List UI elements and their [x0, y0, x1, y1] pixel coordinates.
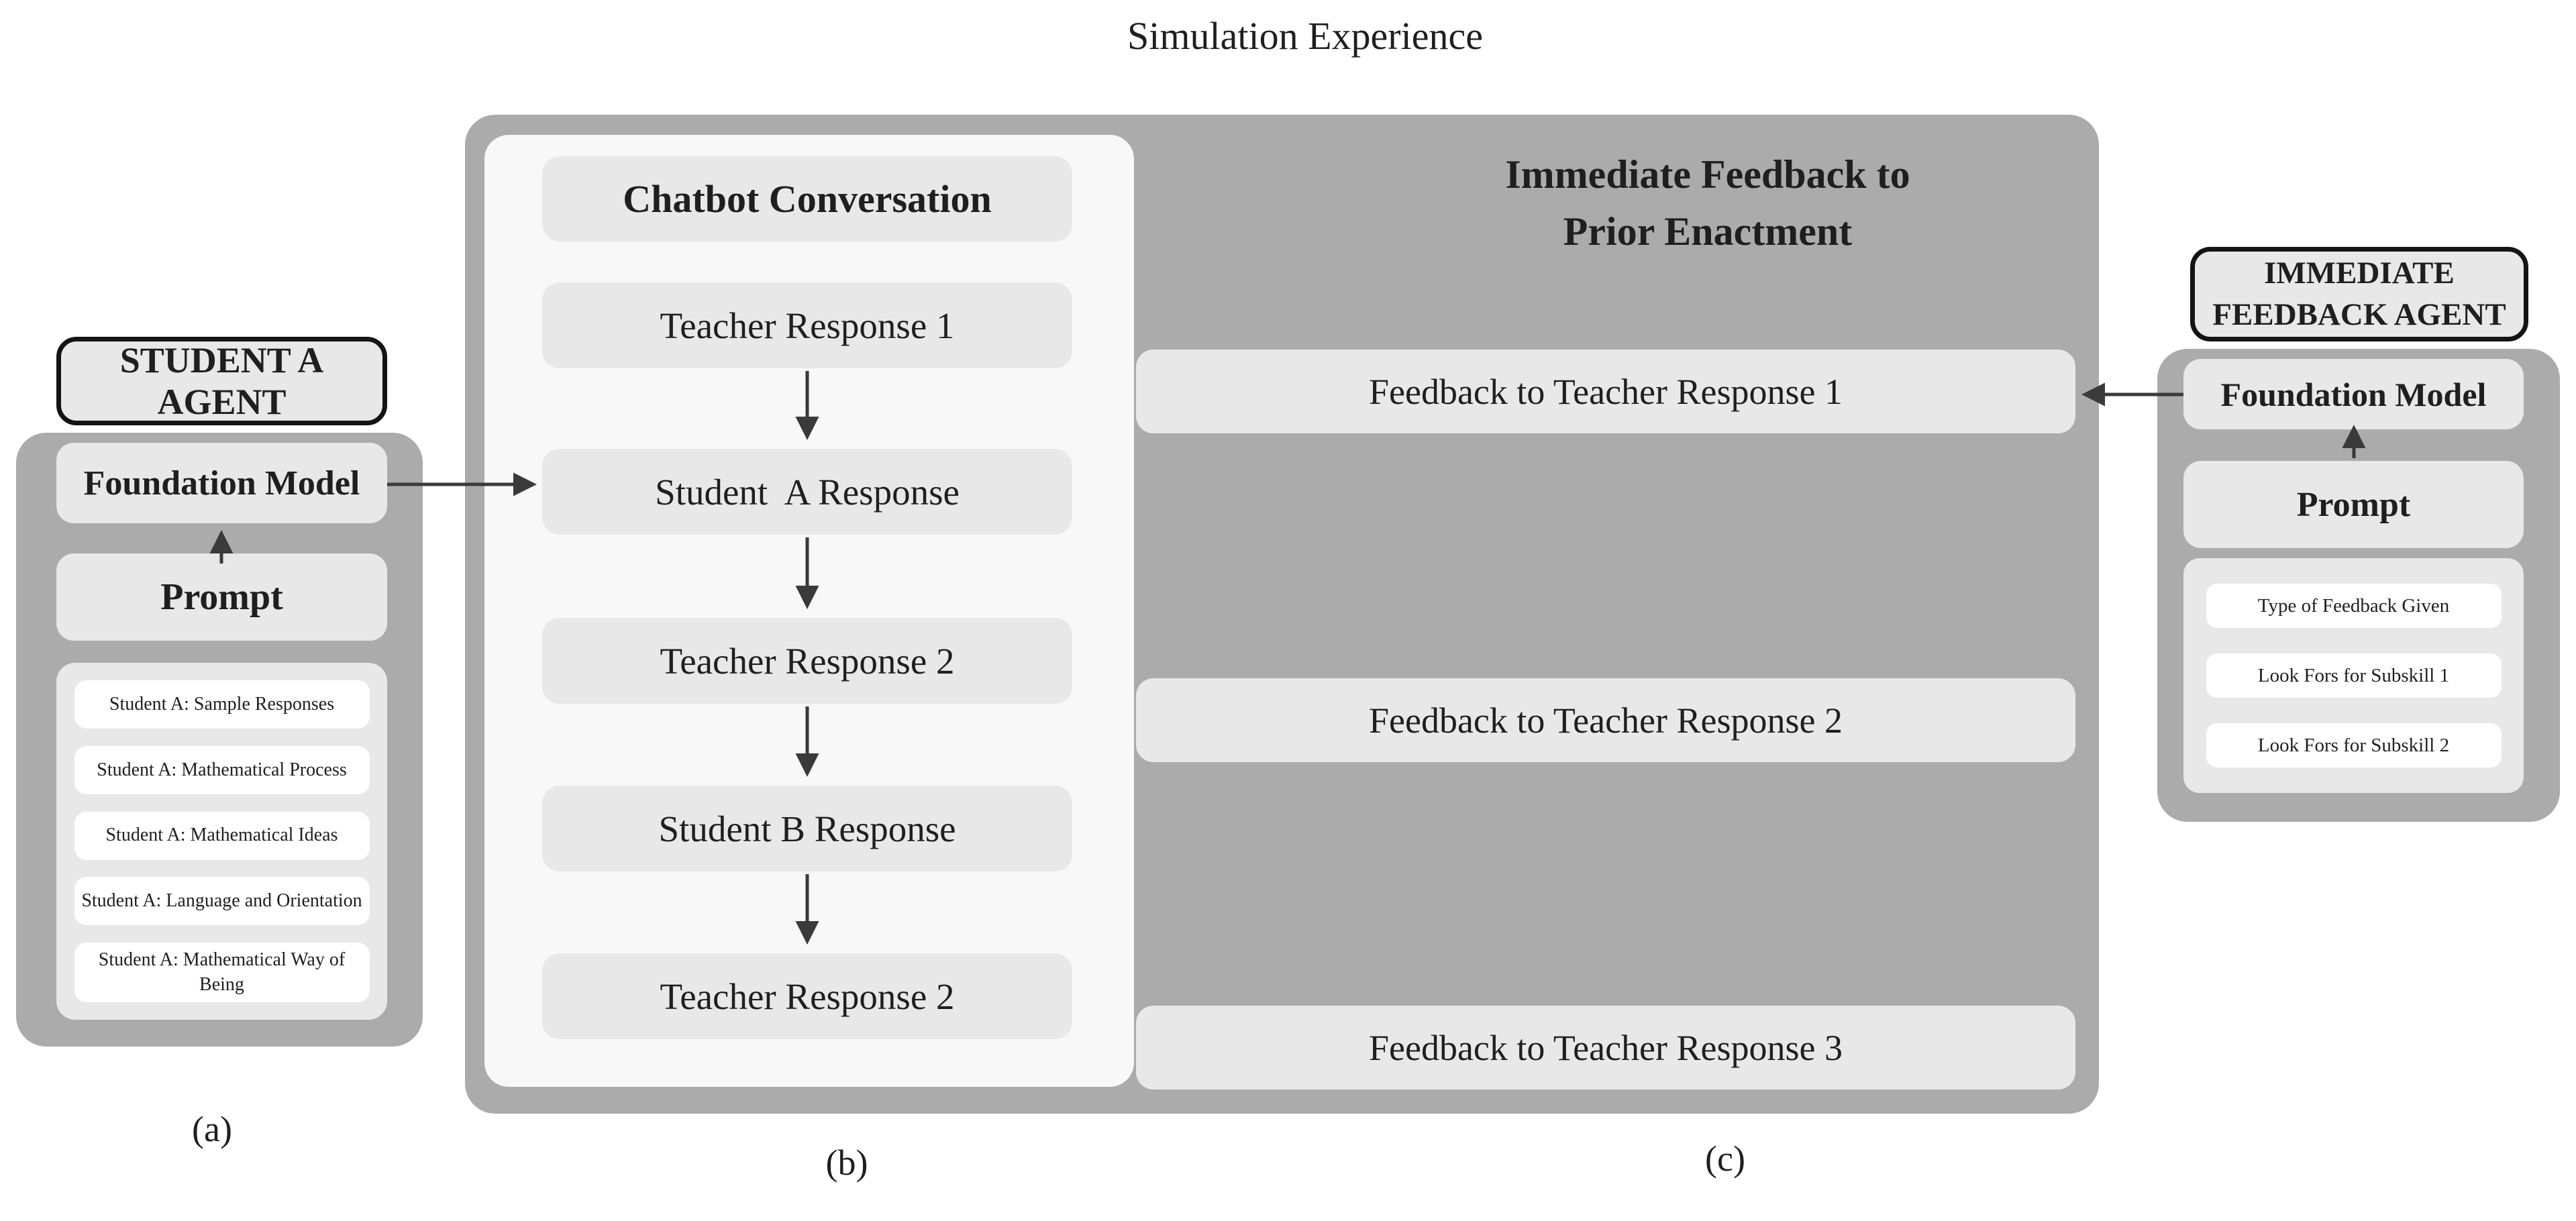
prompt-component-type-of-feedback: Type of Feedback Given: [2206, 584, 2502, 628]
student-agent-panel: Foundation Model Prompt Student A: Sampl…: [16, 433, 423, 1047]
caption-a: (a): [192, 1109, 232, 1149]
prompt-component-label: Student A: Language and Orientation: [81, 890, 362, 912]
feedback-agent-badge: IMMEDIATE FEEDBACK AGENT: [2190, 247, 2528, 341]
prompt-component-label: Type of Feedback Given: [2257, 594, 2450, 617]
chatbot-conversation-header: Chatbot Conversation: [542, 156, 1072, 242]
prompt-component-language-orientation: Student A: Language and Orientation: [74, 877, 370, 926]
feedback-item-1: Feedback to Teacher Response 1: [1136, 350, 2075, 433]
prompt-component-label: Student A: Mathematical Process: [97, 759, 347, 780]
feedback-agent-badge-line-1: IMMEDIATE: [2264, 256, 2455, 291]
student-agent-badge-label: STUDENT A AGENT: [119, 340, 324, 422]
conversation-turn-teacher-2: Teacher Response 2: [542, 618, 1072, 704]
feedback-heading-line-1: Immediate Feedback to: [1505, 152, 1910, 197]
prompt-component-look-fors-subskill-1: Look Fors for Subskill 1: [2206, 653, 2502, 698]
conversation-turn-student-a: Student A Response: [542, 449, 1072, 535]
feedback-agent-panel: Foundation Model Prompt Type of Feedback…: [2157, 349, 2560, 822]
feedback-agent-badge-line-2: FEEDBACK AGENT: [2212, 297, 2506, 332]
prompt-component-look-fors-subskill-2: Look Fors for Subskill 2: [2206, 723, 2502, 767]
student-prompt-box: Prompt: [56, 553, 387, 641]
feedback-section-heading: Immediate Feedback to Prior Enactment: [1305, 146, 2110, 260]
caption-c: (c): [1705, 1138, 1745, 1179]
prompt-component-label: Look Fors for Subskill 2: [2257, 734, 2450, 756]
feedback-item-2: Feedback to Teacher Response 2: [1136, 678, 2075, 762]
student-prompt-components: Student A: Sample Responses Student A: M…: [56, 663, 387, 1020]
conversation-turn-teacher-1: Teacher Response 1: [542, 282, 1072, 368]
feedback-prompt-box: Prompt: [2183, 461, 2524, 548]
prompt-component-mathematical-process: Student A: Mathematical Process: [74, 745, 370, 794]
feedback-heading-line-2: Prior Enactment: [1563, 209, 1853, 254]
caption-b: (b): [825, 1143, 868, 1183]
student-agent-badge: STUDENT A AGENT: [56, 337, 387, 425]
figure-title: Simulation Experience: [1127, 14, 1483, 58]
chatbot-conversation-panel: Chatbot Conversation Teacher Response 1 …: [484, 135, 1134, 1087]
feedback-foundation-model-box: Foundation Model: [2183, 359, 2524, 429]
prompt-component-label: Student A: Mathematical Ideas: [105, 825, 338, 846]
conversation-turn-student-b: Student B Response: [542, 786, 1072, 871]
prompt-component-label: Look Fors for Subskill 1: [2257, 664, 2450, 686]
prompt-component-label: Student A: Mathematical Way of Being: [98, 949, 346, 995]
prompt-component-label: Student A: Sample Responses: [109, 693, 335, 714]
conversation-turn-teacher-3: Teacher Response 2: [542, 953, 1072, 1039]
prompt-component-mathematical-ideas: Student A: Mathematical Ideas: [74, 811, 370, 860]
prompt-component-mathematical-way-of-being: Student A: Mathematical Way of Being: [74, 943, 370, 1003]
feedback-item-3: Feedback to Teacher Response 3: [1136, 1006, 2075, 1090]
feedback-prompt-components: Type of Feedback Given Look Fors for Sub…: [2183, 558, 2524, 793]
student-foundation-model-box: Foundation Model: [56, 443, 387, 523]
prompt-component-sample-responses: Student A: Sample Responses: [74, 680, 370, 729]
